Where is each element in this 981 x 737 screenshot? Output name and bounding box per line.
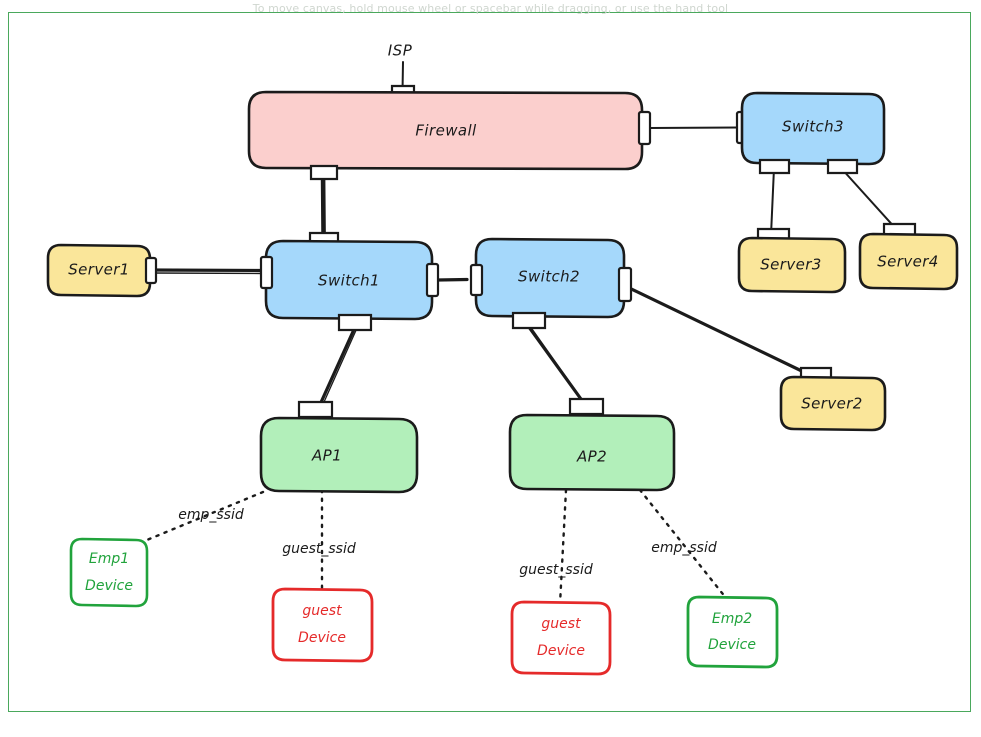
link-switch2-server2 [621, 283, 812, 377]
node-switch3[interactable]: Switch3 [735, 91, 886, 175]
link-switch1-switch2 [436, 277, 469, 282]
link-switch1-ap1-sketch [319, 326, 359, 412]
ap2-body [508, 413, 676, 492]
switch1-port-right [425, 262, 440, 298]
node-switch1[interactable]: Switch1 [259, 231, 440, 332]
server1-port-right [144, 256, 158, 285]
wireless-label-emp-ssid-ap2: emp_ssid [651, 540, 717, 556]
switch2-port-left [469, 263, 484, 297]
guest1-device-label-line2: Device [298, 630, 346, 646]
switch1-body [264, 239, 434, 321]
node-server3[interactable]: Server3 [737, 227, 847, 294]
isp-label: ISP [388, 42, 413, 60]
switch1-port-left [259, 255, 274, 290]
guest2-device-body [510, 600, 612, 676]
firewall-port-bottom [309, 164, 339, 181]
switch2-port-bottom [511, 311, 547, 330]
wireless-label-emp-ssid-ap1: emp_ssid [178, 507, 244, 523]
ap1-port-top [297, 400, 334, 419]
emp1-device-body [69, 537, 149, 608]
guest2-device-label-line1: guest [541, 616, 581, 632]
emp2-device-body [686, 595, 779, 669]
guest2-device-label-line2: Device [537, 643, 585, 659]
firewall-body [247, 90, 644, 171]
server3-body [737, 236, 847, 294]
link-server1-switch1 [146, 268, 266, 273]
server2-body [779, 375, 887, 432]
link-ap2-guest2-wireless [558, 488, 568, 606]
ap1-body [259, 416, 419, 494]
guest1-device-label-line1: guest [302, 603, 342, 619]
server1-label: Server1 [68, 261, 130, 279]
firewall-port-right [637, 110, 652, 146]
link-switch3-server3 [770, 167, 775, 236]
node-server1[interactable]: Server1 [46, 243, 158, 298]
switch3-label: Switch3 [782, 118, 844, 136]
node-firewall[interactable]: Firewall [247, 84, 652, 181]
emp1-device-label-line1: Emp1 [89, 551, 129, 567]
switch3-port-bottom-right [826, 158, 859, 175]
client-device-emp1[interactable]: Emp1 Device [69, 537, 149, 608]
switch1-label: Switch1 [318, 272, 380, 290]
emp2-device-label-line1: Emp2 [712, 611, 752, 627]
link-switch3-server4 [840, 167, 898, 231]
ap1-label: AP1 [311, 447, 342, 465]
server3-label: Server3 [760, 256, 822, 274]
link-firewall-switch1 [320, 167, 326, 241]
switch2-body [474, 237, 626, 319]
switch2-label: Switch2 [518, 268, 580, 286]
switch3-port-bottom-left [758, 158, 791, 175]
link-server1-switch1-sketch [149, 272, 264, 275]
node-server2[interactable]: Server2 [779, 366, 887, 432]
client-device-emp2[interactable]: Emp2 Device [686, 595, 779, 669]
links-layer [128, 61, 898, 606]
switch2-port-right [617, 266, 633, 303]
ap2-label: AP2 [576, 448, 607, 466]
link-switch2-ap2-sketch [527, 323, 589, 409]
node-switch2[interactable]: Switch2 [469, 237, 633, 330]
link-switch1-ap1 [316, 323, 358, 411]
link-firewall-switch3 [648, 126, 740, 129]
server2-label: Server2 [801, 395, 863, 413]
switch3-body [740, 91, 886, 166]
link-ap2-emp2-wireless [638, 488, 728, 600]
client-device-guest2[interactable]: guest Device [510, 600, 612, 676]
node-ap1[interactable]: AP1 [259, 400, 419, 494]
node-ap2[interactable]: AP2 [508, 397, 676, 492]
server1-body [46, 243, 152, 298]
emp1-device-label-line2: Device [85, 578, 133, 594]
firewall-label: Firewall [415, 122, 477, 140]
guest1-device-body [271, 587, 374, 663]
emp2-device-label-line2: Device [708, 637, 756, 653]
wireless-label-guest-ssid-ap1: guest_ssid [282, 541, 356, 557]
wireless-label-guest-ssid-ap2: guest_ssid [519, 562, 593, 578]
node-server4[interactable]: Server4 [858, 222, 959, 291]
client-device-guest1[interactable]: guest Device [271, 587, 374, 663]
server4-label: Server4 [877, 253, 939, 271]
server4-body [858, 232, 959, 291]
link-ap1-emp1-wireless [128, 490, 265, 549]
ap2-port-top [568, 397, 605, 416]
switch1-port-bottom [337, 313, 373, 332]
